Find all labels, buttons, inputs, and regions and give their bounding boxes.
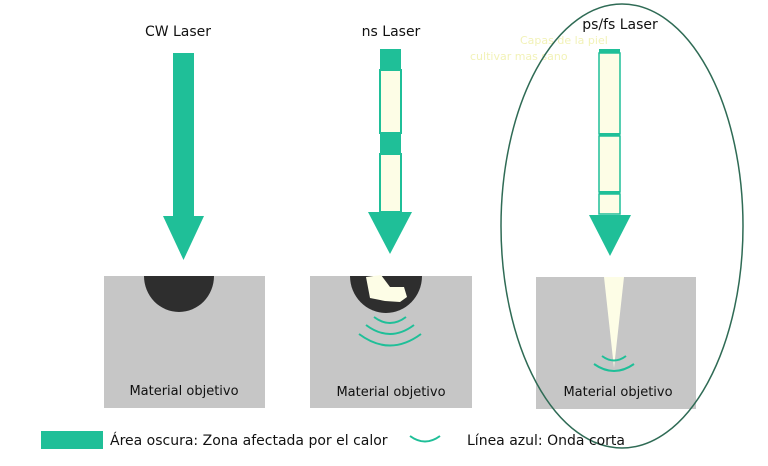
- legend: Área oscura: Zona afectada por el calor …: [41, 431, 625, 449]
- panel-ns: ns Laser Material objetivo: [310, 24, 472, 408]
- ns-melt-plume: [366, 275, 407, 302]
- psfs-beam-segment: [599, 191, 620, 194]
- panel-cw-title: CW Laser: [145, 24, 211, 40]
- psfs-pulse-segment: [598, 52, 621, 135]
- ns-shock-wave-arc: [358, 333, 422, 347]
- panel-cw: CW Laser Material objetivo: [104, 24, 265, 408]
- faint-note-line2: cultivar mas sano: [470, 50, 568, 63]
- legend-wave-icon: [409, 435, 441, 443]
- ns-pulse-segment: [379, 153, 402, 213]
- ns-material-label: Material objetivo: [336, 385, 445, 400]
- psfs-material-label: Material objetivo: [563, 385, 672, 400]
- psfs-beam-segment: [599, 49, 620, 53]
- panel-psfs: Capas de la piel cultivar mas sano ps/fs…: [470, 3, 744, 449]
- cw-heat-affected-zone: [144, 276, 214, 312]
- ns-shock-wave-arc: [365, 324, 415, 335]
- faint-note-line1: Capas de la piel: [520, 34, 608, 47]
- psfs-pulse-segment: [598, 193, 621, 215]
- legend-wave-label: Línea azul: Onda corta: [467, 433, 625, 449]
- ns-pulse-segment: [379, 69, 402, 134]
- psfs-short-wave-arc: [593, 363, 635, 372]
- panel-psfs-title: ps/fs Laser: [582, 17, 658, 33]
- legend-area-label: Área oscura: Zona afectada por el calor: [110, 432, 388, 449]
- ns-arrow-head: [368, 212, 412, 254]
- cw-arrow-head: [163, 216, 204, 260]
- psfs-short-wave-arc: [601, 355, 627, 362]
- cw-material-label: Material objetivo: [129, 384, 238, 399]
- psfs-highlight-ellipse: [500, 3, 744, 449]
- psfs-arrow-head: [589, 215, 631, 256]
- panel-ns-title: ns Laser: [362, 24, 421, 40]
- psfs-beam-segment: [599, 133, 620, 136]
- ns-beam-segment: [380, 49, 401, 70]
- psfs-ablation-channel: [604, 277, 624, 368]
- ns-shock-wave-arc: [373, 316, 407, 324]
- cw-continuous-beam: [173, 53, 194, 216]
- legend-area-swatch: [41, 431, 103, 449]
- ns-beam-segment: [380, 133, 401, 154]
- psfs-pulse-segment: [598, 135, 621, 193]
